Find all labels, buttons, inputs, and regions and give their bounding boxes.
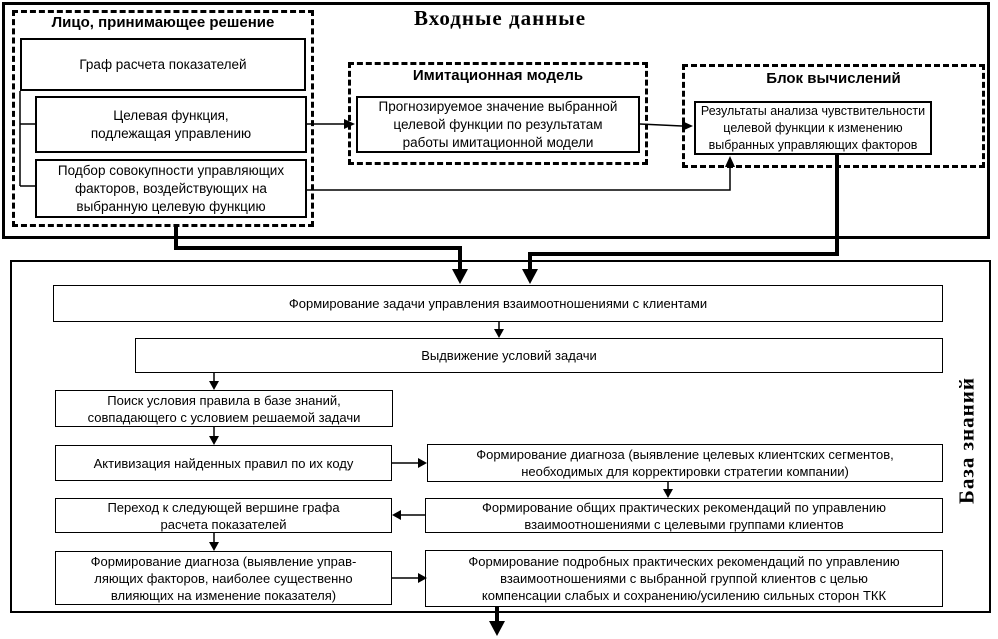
- task-formation-box: Формирование задачи управления взаимоотн…: [53, 285, 943, 322]
- rule-activation-box: Активизация найденных правил по их коду: [55, 445, 392, 481]
- diagnosis-factors-box: Формирование диагноза (выявление управ- …: [55, 551, 392, 605]
- decision-maker-title: Лицо, принимающее решение: [51, 14, 275, 31]
- input-section-frame: [2, 2, 990, 239]
- forecast-value-box: Прогнозируемое значение выбранной целево…: [356, 96, 640, 153]
- control-factors-box: Подбор совокупности управляющих факторов…: [35, 159, 307, 218]
- graph-of-indicators-box: Граф расчета показателей: [20, 38, 306, 91]
- detailed-recommendations-box: Формирование подробных практических реко…: [425, 550, 943, 607]
- next-vertex-box: Переход к следующей вершине графа расчет…: [55, 498, 392, 533]
- general-recommendations-box: Формирование общих практических рекоменд…: [425, 498, 943, 533]
- sensitivity-results-box: Результаты анализа чувствительности целе…: [694, 101, 932, 155]
- computation-block-title: Блок вычислений: [766, 70, 901, 87]
- conditions-box: Выдвижение условий задачи: [135, 338, 943, 373]
- knowledge-base-frame: [10, 260, 991, 613]
- rule-search-box: Поиск условия правила в базе знаний, сов…: [55, 390, 393, 427]
- knowledge-base-title: База знаний: [954, 377, 979, 504]
- diagnosis-segments-box: Формирование диагноза (выявление целевых…: [427, 444, 943, 482]
- simulation-model-title: Имитационная модель: [412, 67, 584, 84]
- simulation-model-group: [348, 62, 648, 165]
- input-section-title: Входные данные: [413, 6, 587, 30]
- arrowhead-kb-exit: [489, 621, 505, 636]
- decision-maker-group: [12, 10, 314, 227]
- target-function-box: Целевая функция, подлежащая управлению: [35, 96, 307, 153]
